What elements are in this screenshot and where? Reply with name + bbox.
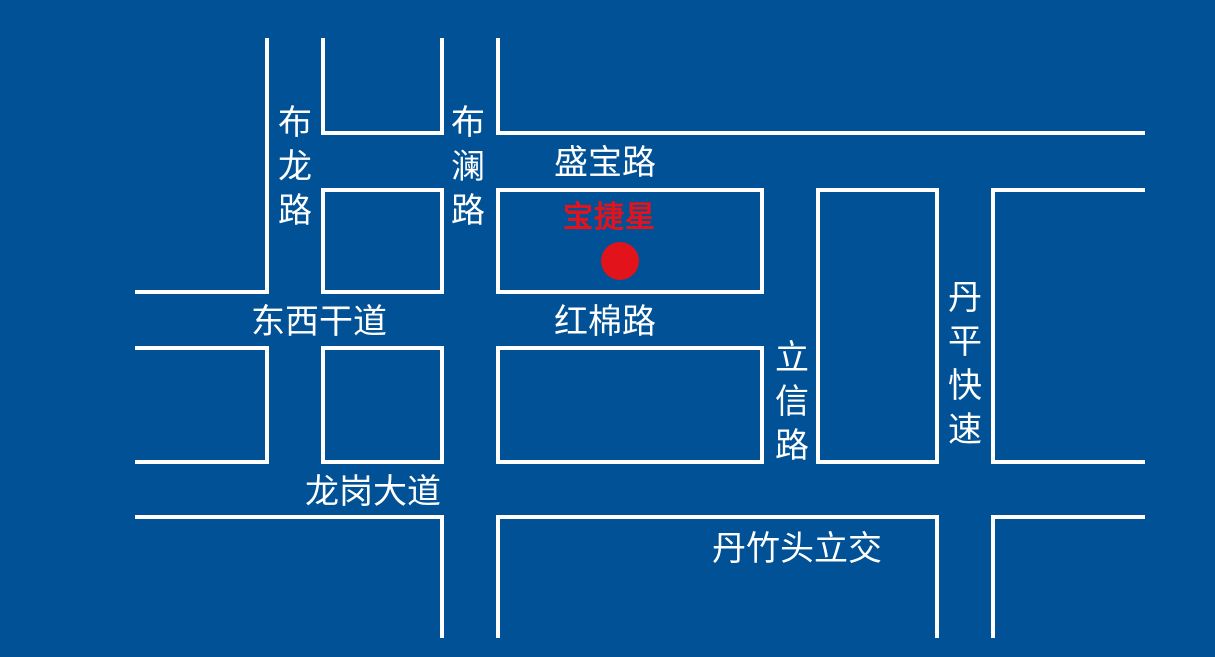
road-label-dongxi: 东西干道: [251, 302, 387, 342]
road-label-bulong: 布龙路: [278, 103, 312, 231]
block-outline: [991, 515, 1145, 638]
block-outline: [496, 38, 1145, 135]
block-outline: [991, 188, 1145, 464]
block-outline: [135, 346, 269, 464]
location-dot-icon: [601, 242, 639, 280]
block-outline: [496, 346, 764, 464]
block-outline: [135, 515, 444, 638]
road-label-danping: 丹平快速: [948, 278, 982, 450]
block-outline: [135, 38, 269, 294]
block-outline: [496, 515, 939, 638]
road-label-bulan: 布澜路: [451, 103, 485, 231]
block-outline: [321, 346, 444, 464]
block-outline: [321, 38, 444, 135]
road-label-shengbao: 盛宝路: [554, 143, 656, 183]
road-label-hongmian: 红棉路: [554, 302, 656, 342]
road-label-longgang: 龙岗大道: [305, 472, 441, 512]
road-label-danzhu: 丹竹头立交: [712, 529, 882, 569]
block-outline: [321, 188, 444, 294]
block-outline: [816, 188, 939, 464]
block-outline: [496, 188, 764, 294]
road-label-lixin: 立信路: [775, 338, 809, 466]
brand-name: 宝捷星: [563, 200, 656, 235]
